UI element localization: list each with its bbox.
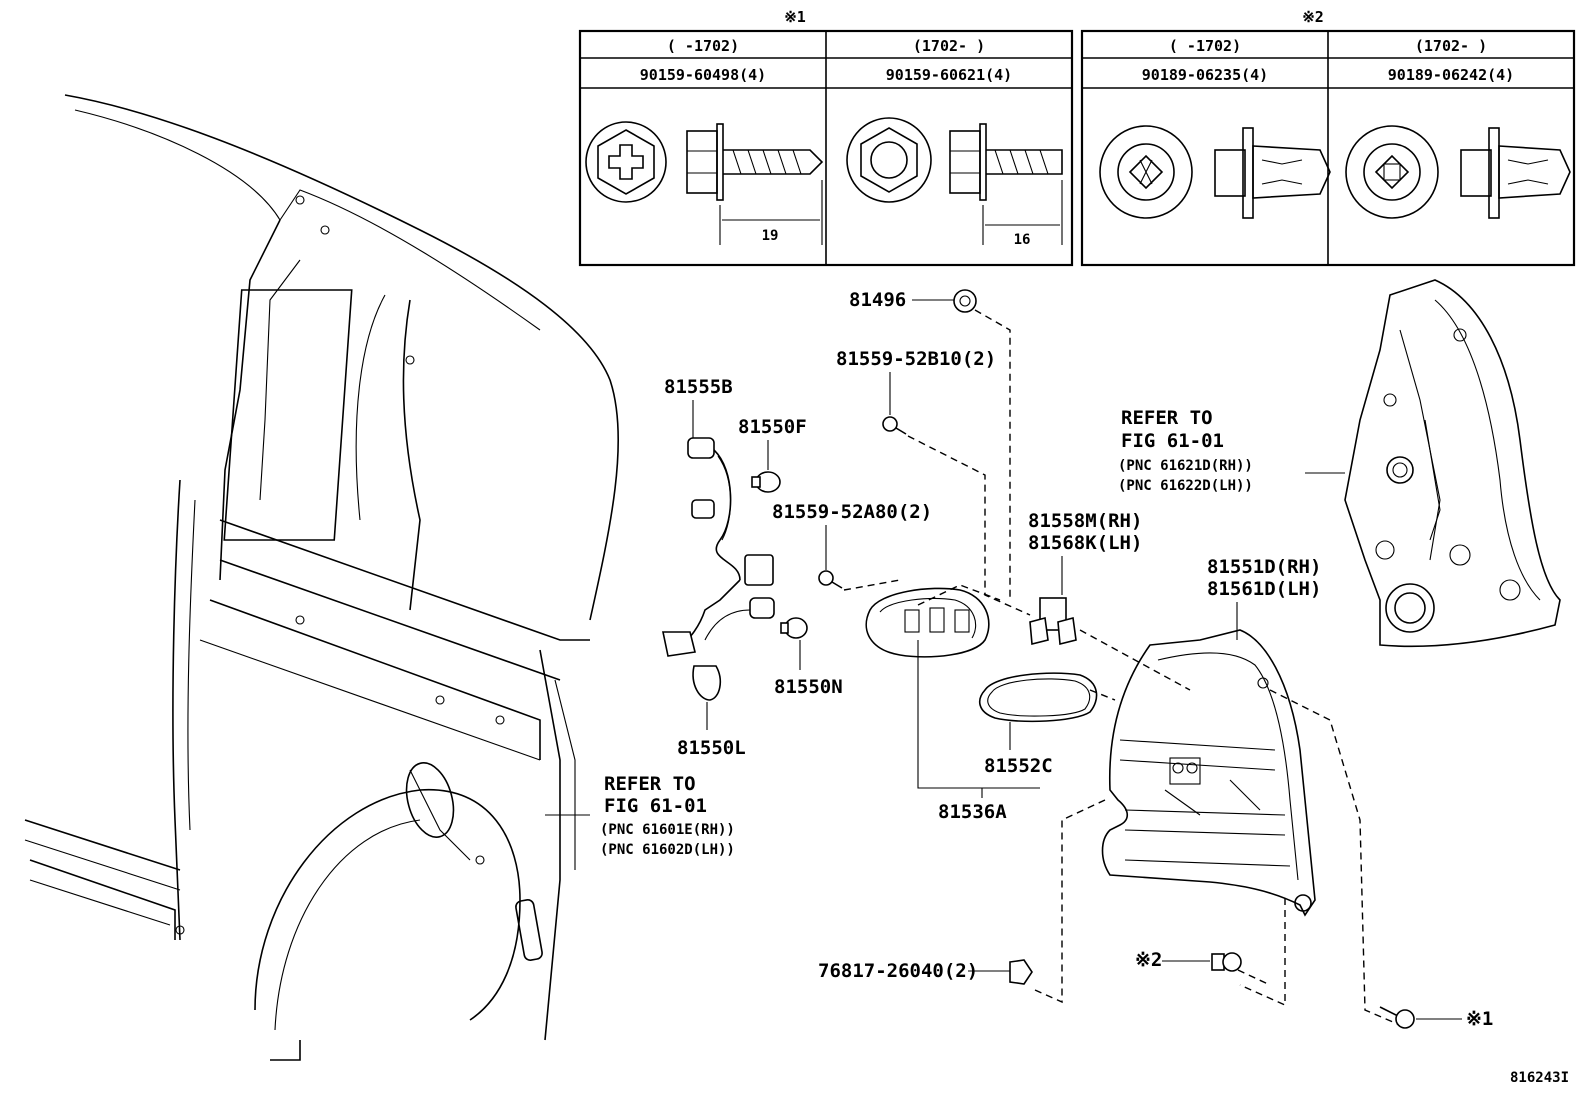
bulb-socket-harness: [662, 437, 775, 657]
clip-nut-icon: [1099, 125, 1331, 219]
refer-left-line3: (PNC 61601E(RH)): [600, 822, 735, 838]
bulb-icon: [692, 665, 722, 701]
screw-icon: [818, 570, 843, 589]
refer-left-line2: FIG 61-01: [604, 795, 707, 817]
col2-dimension: 16: [1014, 232, 1031, 248]
clip-nut-icon: [1211, 952, 1242, 972]
screw-icon: [1379, 1006, 1415, 1029]
col1-dimension: 19: [762, 228, 779, 244]
col3-range: ( -1702): [1169, 37, 1241, 55]
label-76817-26040: 76817-26040(2): [818, 960, 978, 982]
refer-right-line1: REFER TO: [1121, 407, 1213, 429]
refer-note-right: REFER TO FIG 61-01 (PNC 61621D(RH)) (PNC…: [1118, 407, 1253, 494]
label-81559-52b10: 81559-52B10(2): [836, 348, 996, 370]
label-81551d: 81551D(RH): [1207, 556, 1321, 578]
refer-note-left: REFER TO FIG 61-01 (PNC 61601E(RH)) (PNC…: [600, 773, 735, 858]
drawing-code: 816243I: [1510, 1070, 1569, 1086]
label-81561d: 81561D(LH): [1207, 578, 1321, 600]
clip-icon: [1009, 959, 1033, 985]
label-mark1: ※1: [1466, 1008, 1493, 1030]
group2-mark: ※2: [1302, 8, 1324, 26]
col3-part-number: 90189-06235(4): [1142, 66, 1268, 84]
bracket-icon: [1029, 597, 1077, 646]
col2-part-number: 90159-60621(4): [886, 66, 1012, 84]
label-mark2: ※2: [1135, 949, 1162, 971]
lamp-socket-housing: [865, 587, 990, 658]
tapping-screw-icon: [585, 121, 824, 245]
group1-mark: ※1: [784, 8, 806, 26]
fastener-table: ※1 ※2 ( -1702) (1702- ) ( -1702) (1702- …: [578, 8, 1576, 267]
refer-left-line4: (PNC 61602D(LH)): [600, 842, 735, 858]
label-81568k: 81568K(LH): [1028, 532, 1142, 554]
col2-range: (1702- ): [913, 37, 985, 55]
refer-right-line2: FIG 61-01: [1121, 430, 1224, 452]
label-81536a: 81536A: [938, 801, 1007, 823]
label-81550f: 81550F: [738, 416, 807, 438]
label-81558m: 81558M(RH): [1028, 510, 1142, 532]
label-81552c: 81552C: [984, 755, 1053, 777]
rear-combination-lamp: [1101, 629, 1316, 917]
label-81550n: 81550N: [774, 676, 843, 698]
clip-nut-icon: [1345, 125, 1571, 219]
grommet-icon: [953, 289, 977, 313]
quarter-panel-drawing: [24, 94, 620, 1061]
col1-range: ( -1702): [667, 37, 739, 55]
back-panel-drawing: [1344, 279, 1561, 648]
screw-icon: [882, 416, 907, 435]
col4-range: (1702- ): [1415, 37, 1487, 55]
bulb-icon: [751, 471, 781, 493]
refer-right-line3: (PNC 61621D(RH)): [1118, 458, 1253, 474]
col1-part-number: 90159-60498(4): [640, 66, 766, 84]
label-81555b: 81555B: [664, 376, 733, 398]
label-81550l: 81550L: [677, 737, 746, 759]
col4-part-number: 90189-06242(4): [1388, 66, 1514, 84]
label-81559-52a80: 81559-52A80(2): [772, 501, 932, 523]
refer-left-line1: REFER TO: [604, 773, 696, 795]
bulb-icon: [780, 617, 808, 639]
tapping-screw-icon: [846, 117, 1063, 245]
refer-right-line4: (PNC 61622D(LH)): [1118, 478, 1253, 494]
label-81496: 81496: [849, 289, 906, 311]
gasket-icon: [978, 672, 1098, 723]
